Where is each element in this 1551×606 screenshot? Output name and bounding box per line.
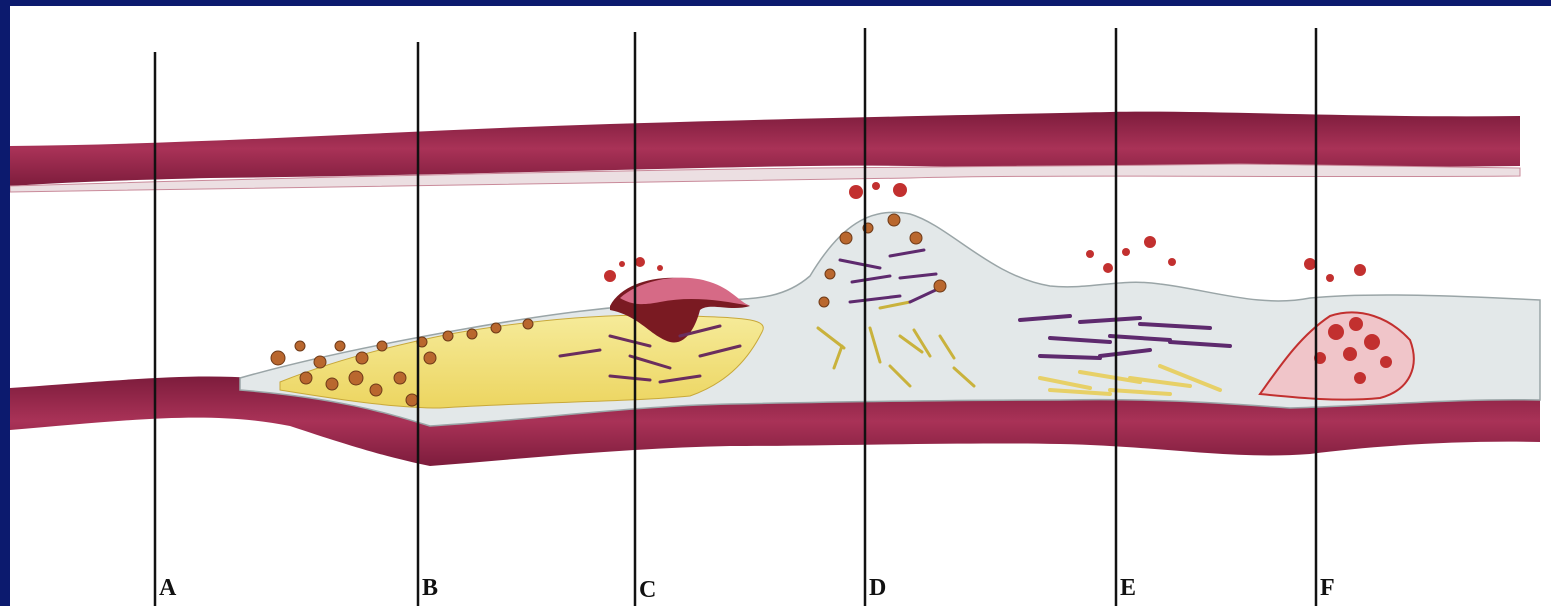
- stage-label-e: E: [1120, 576, 1136, 600]
- platelets-d: [849, 182, 907, 199]
- stage-label-a: A: [159, 576, 176, 600]
- stage-label-d: D: [869, 576, 886, 600]
- platelets-c: [604, 257, 663, 282]
- stage-label-f: F: [1320, 576, 1335, 600]
- platelets-e: [1086, 236, 1176, 273]
- diagram-frame: A B C D E F: [10, 6, 1551, 606]
- stage-label-b: B: [422, 576, 438, 600]
- stage-label-c: C: [639, 578, 656, 602]
- artery-illustration: [10, 6, 1551, 606]
